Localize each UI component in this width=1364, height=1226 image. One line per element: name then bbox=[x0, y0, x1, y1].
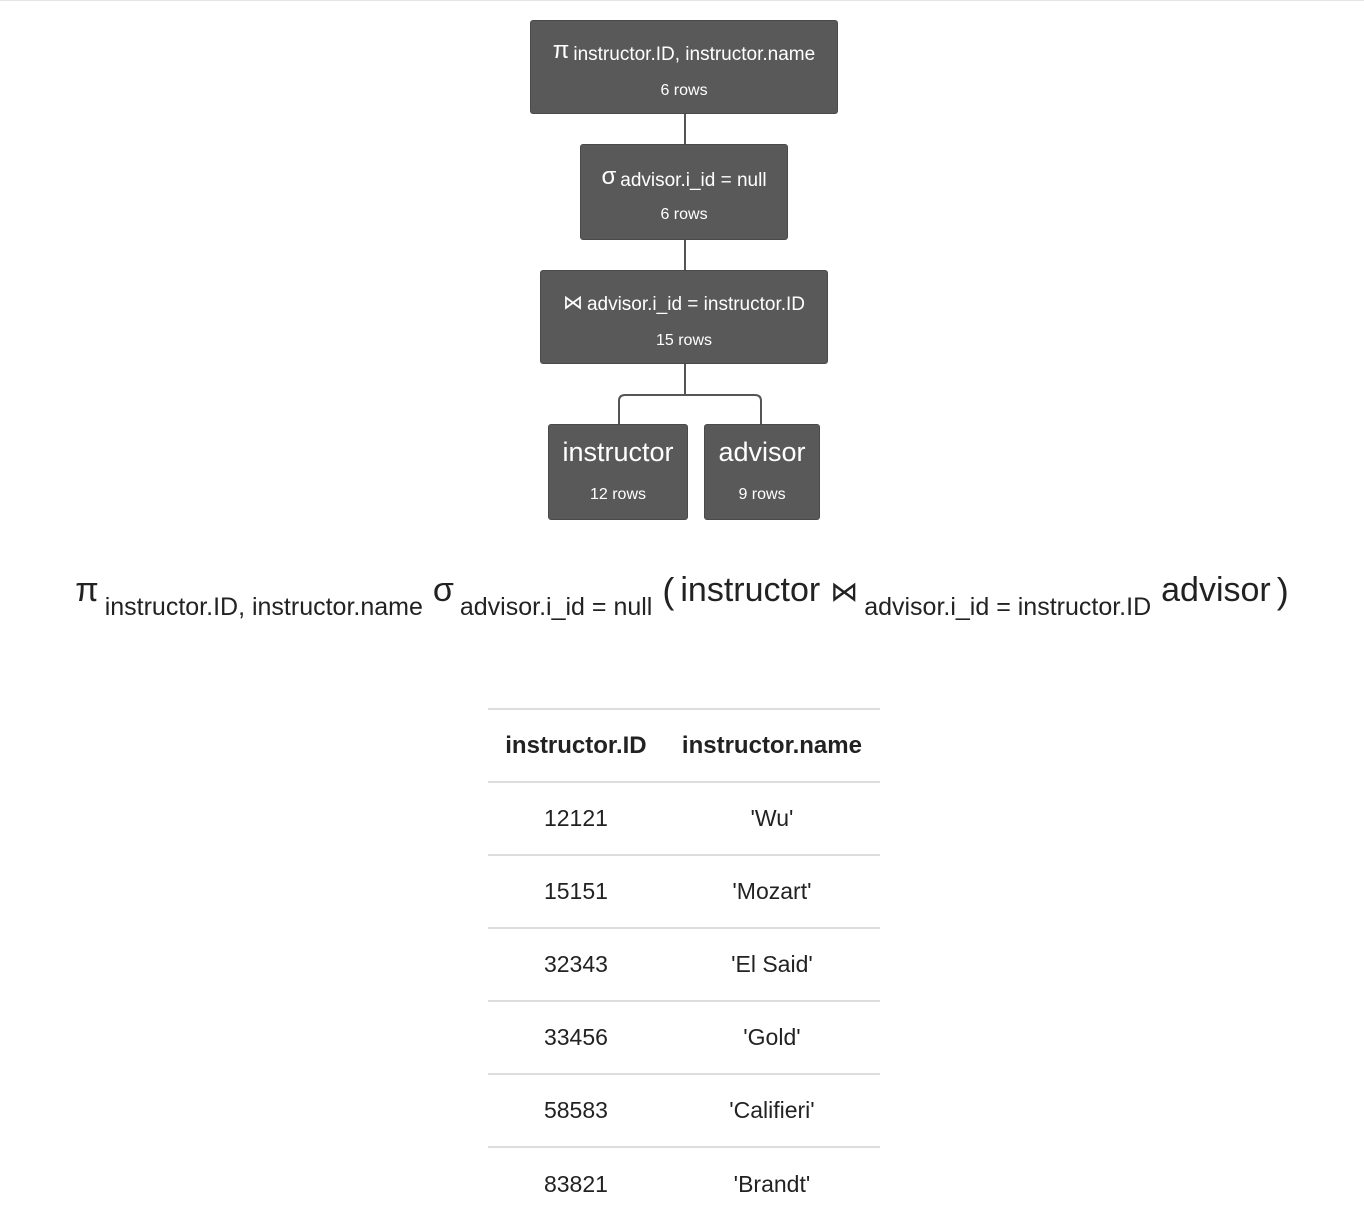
expr-close-paren: ) bbox=[1276, 570, 1289, 611]
expr-join-condition: advisor.i_id = instructor.ID bbox=[864, 593, 1152, 621]
cell-id: 12121 bbox=[488, 781, 664, 855]
selection-condition: advisor.i_id = null bbox=[620, 170, 767, 191]
relation-row-count: 12 rows bbox=[589, 486, 647, 503]
cell-name: 'Gold' bbox=[663, 1000, 880, 1074]
join-node[interactable]: ⋈advisor.i_id = instructor.ID 15 rows bbox=[540, 270, 828, 364]
table-row: 83821 'Brandt' bbox=[488, 1146, 880, 1220]
table-row: 58583 'Califieri' bbox=[488, 1073, 880, 1147]
cell-name: 'Califieri' bbox=[663, 1073, 880, 1147]
table-row: 15151 'Mozart' bbox=[488, 854, 880, 928]
sigma-symbol: σ bbox=[601, 163, 617, 190]
column-header-instructor-name: instructor.name bbox=[663, 708, 880, 782]
expr-pi-attributes: instructor.ID, instructor.name bbox=[104, 593, 423, 621]
cell-name: 'Wu' bbox=[663, 781, 880, 855]
cell-name: 'Mozart' bbox=[663, 854, 880, 928]
cell-id: 58583 bbox=[488, 1073, 664, 1147]
top-border bbox=[0, 0, 1364, 1]
join-condition: advisor.i_id = instructor.ID bbox=[586, 294, 806, 315]
join-row-count: 15 rows bbox=[655, 332, 713, 349]
table-row: 33456 'Gold' bbox=[488, 1000, 880, 1074]
tree-connectors bbox=[618, 114, 762, 425]
relation-name: instructor bbox=[562, 437, 674, 467]
expr-pi-symbol: π bbox=[75, 571, 99, 609]
cell-name: 'Brandt' bbox=[663, 1146, 880, 1220]
join-symbol: ⋈ bbox=[562, 292, 583, 314]
connector-join-relations bbox=[618, 364, 762, 425]
selection-row-count: 6 rows bbox=[660, 206, 708, 223]
cell-id: 33456 bbox=[488, 1000, 664, 1074]
projection-row-count: 6 rows bbox=[660, 82, 708, 99]
expr-left-relation: instructor bbox=[680, 571, 821, 609]
relation-node-advisor[interactable]: advisor 9 rows bbox=[704, 424, 820, 520]
table-row: 12121 'Wu' bbox=[488, 781, 880, 855]
expr-sigma-symbol: σ bbox=[432, 571, 454, 609]
expr-sigma-condition: advisor.i_id = null bbox=[459, 593, 653, 621]
result-table: instructor.ID instructor.name 12121 'Wu'… bbox=[488, 708, 880, 1220]
relation-name: advisor bbox=[718, 437, 806, 467]
cell-name: 'El Said' bbox=[663, 927, 880, 1001]
expr-open-paren: ( bbox=[662, 570, 675, 611]
pi-symbol: π bbox=[552, 37, 570, 64]
cell-id: 83821 bbox=[488, 1146, 664, 1220]
table-row: 32343 'El Said' bbox=[488, 927, 880, 1001]
join-label: ⋈advisor.i_id = instructor.ID bbox=[541, 291, 827, 317]
table-header-row: instructor.ID instructor.name bbox=[488, 708, 880, 782]
expr-join-symbol: ⋈ bbox=[830, 576, 859, 607]
relation-node-instructor[interactable]: instructor 12 rows bbox=[548, 424, 688, 520]
cell-id: 15151 bbox=[488, 854, 664, 928]
projection-attributes: instructor.ID, instructor.name bbox=[573, 44, 816, 65]
column-header-instructor-id: instructor.ID bbox=[488, 708, 664, 782]
expr-right-relation: advisor bbox=[1161, 571, 1271, 609]
cell-id: 32343 bbox=[488, 927, 664, 1001]
relation-row-count: 9 rows bbox=[738, 486, 786, 503]
